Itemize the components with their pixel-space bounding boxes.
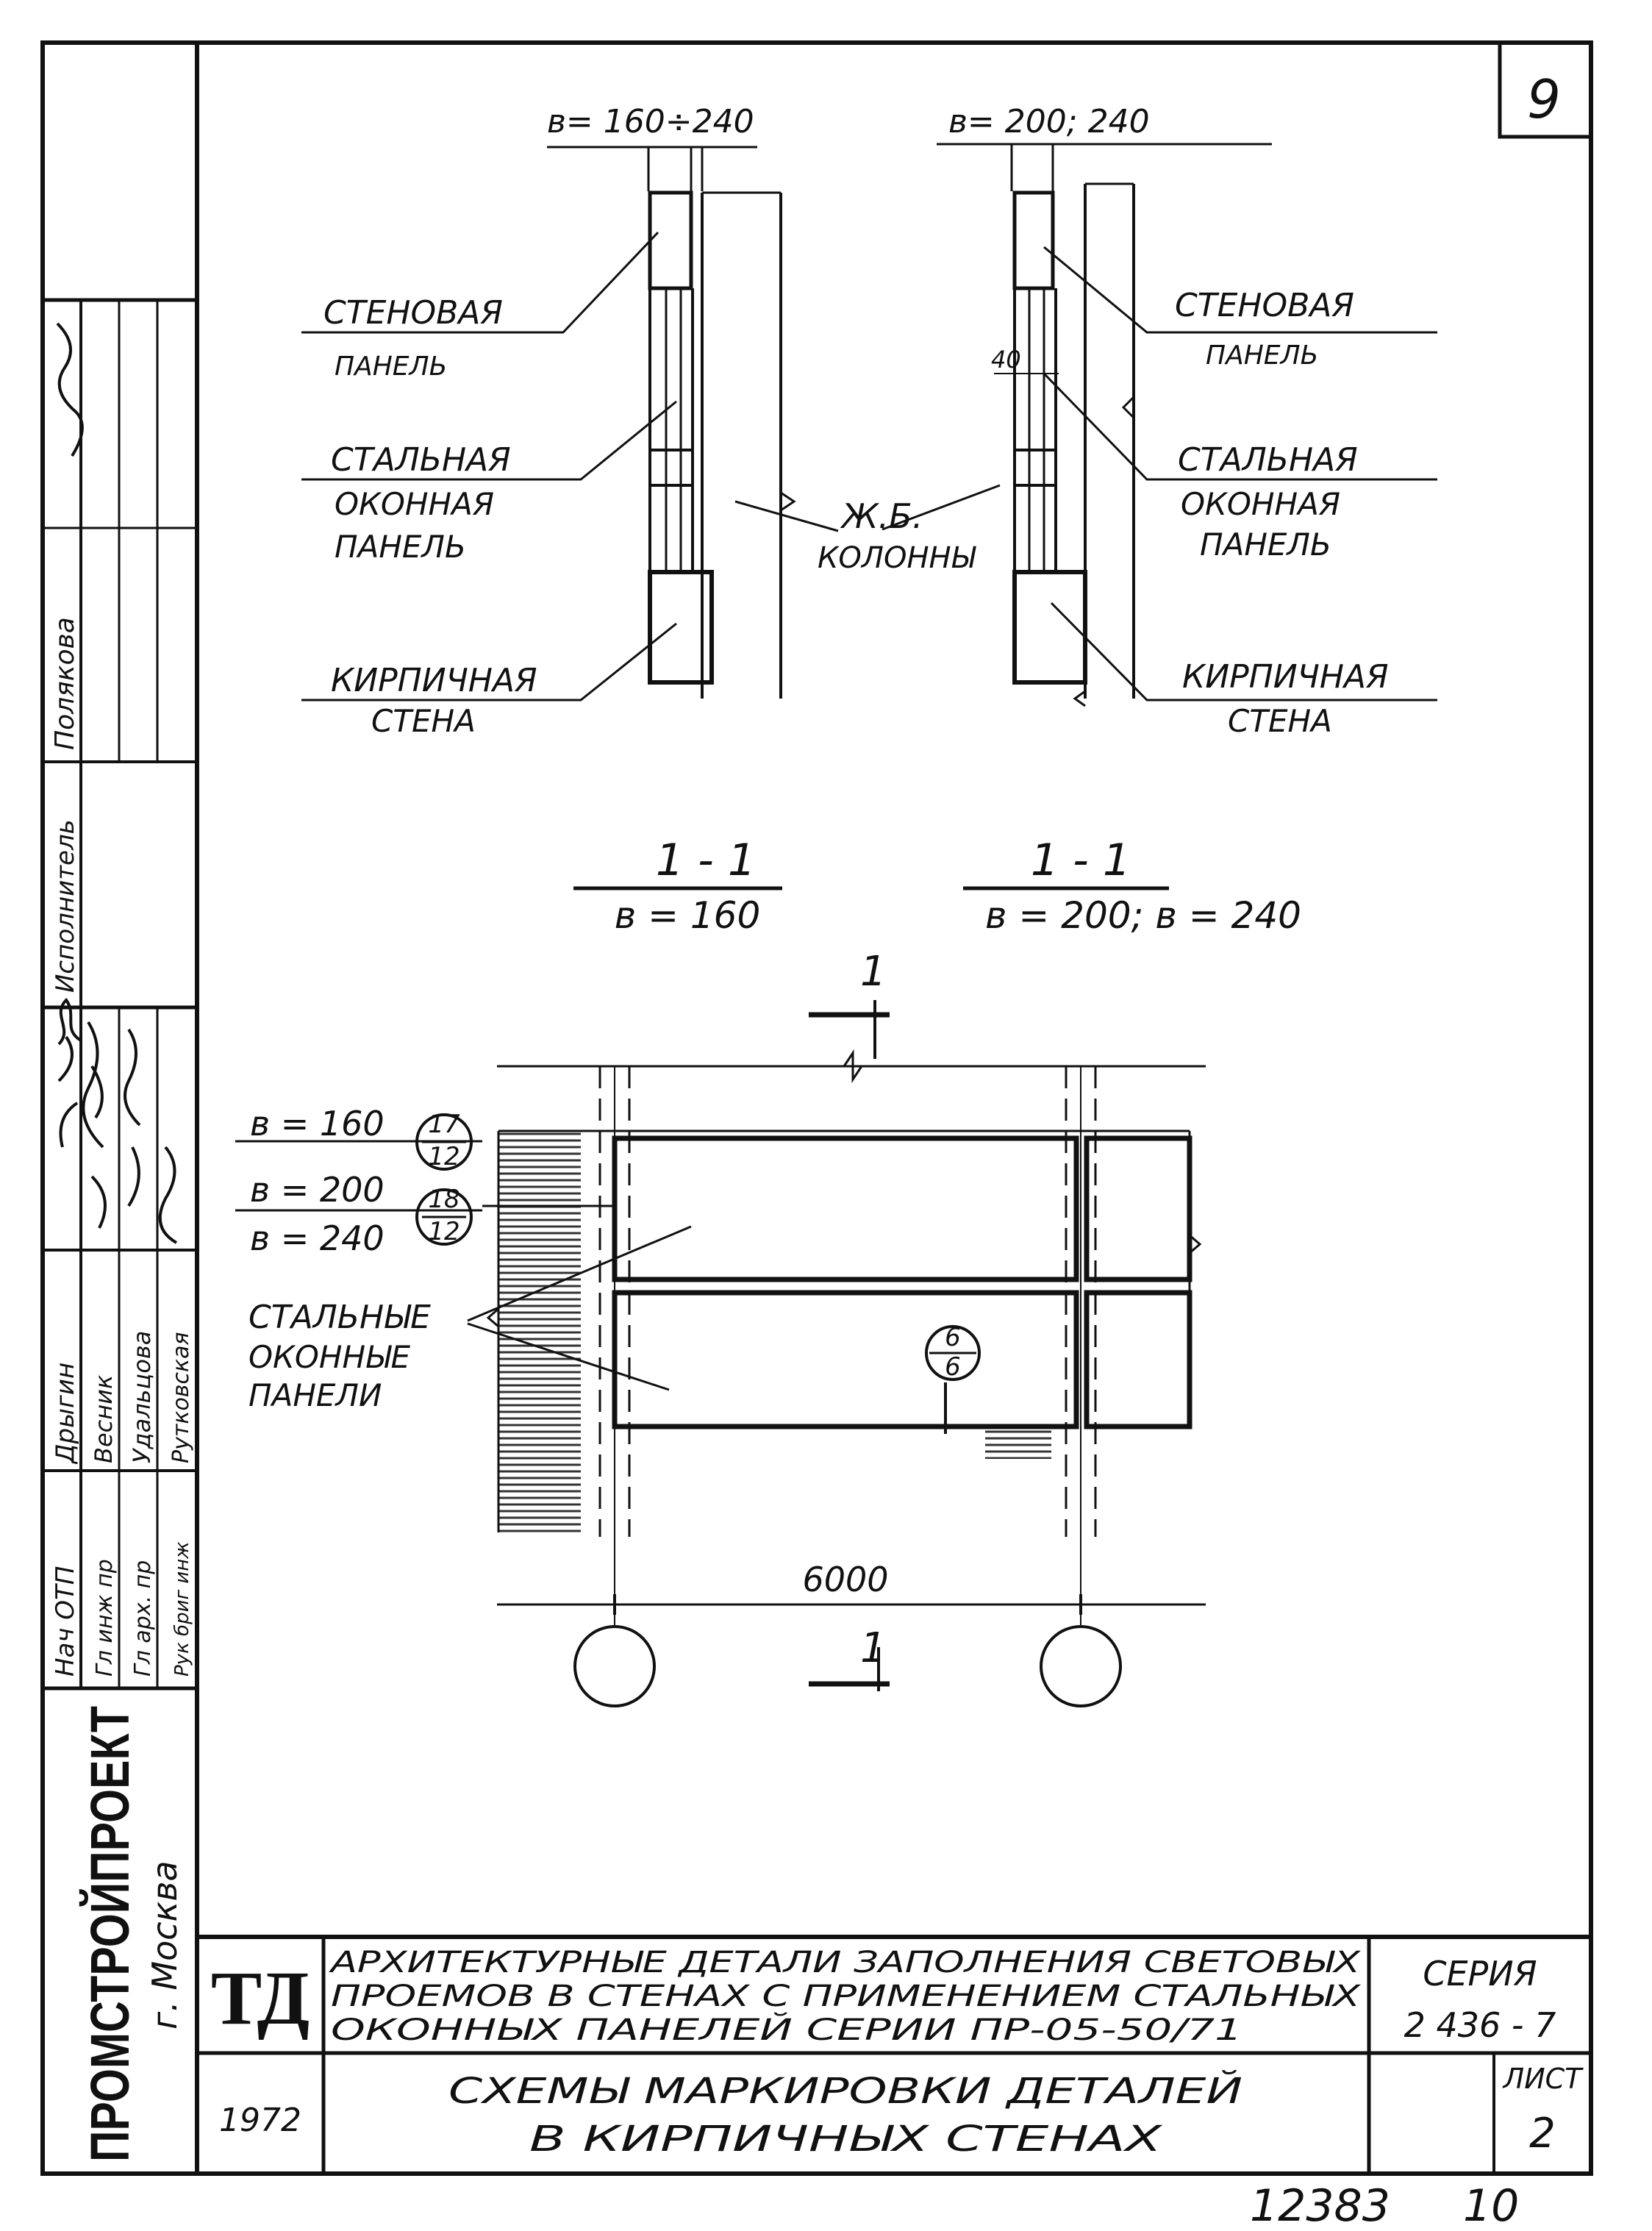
mark-num-2: 18 — [428, 1185, 460, 1214]
steel-panels-3: ПАНЕЛИ — [248, 1377, 382, 1413]
role-2: Гл инж пр — [92, 1559, 118, 1677]
columns-label-1: Ж.Б. — [840, 496, 923, 536]
right-steel-panel-2: ОКОННАЯ — [1181, 486, 1340, 522]
sheet-frame — [40, 40, 1593, 2176]
right-caption-top: 1 - 1 — [1031, 835, 1131, 886]
subtitle-line-2: В КИРПИЧНЫХ СТЕНАХ — [529, 2118, 1163, 2160]
left-wall-panel-2: ПАНЕЛЬ — [335, 351, 447, 382]
mark-den-2: 12 — [428, 1217, 460, 1246]
axis-circle-left — [573, 1625, 656, 1707]
year: 1972 — [219, 2102, 301, 2139]
role-4: Рук бриг инж — [171, 1541, 193, 1677]
left-steel-panel-2: ОКОННАЯ — [335, 486, 494, 522]
columns-label-2: КОЛОННЫ — [818, 541, 977, 575]
columns-label-leaders — [734, 484, 1001, 532]
org-name: ПРОМСТРОЙПРОЕКТ — [79, 1706, 140, 2162]
sheet-value: 2 — [1529, 2110, 1556, 2157]
series-value: 2 436 - 7 — [1404, 2005, 1556, 2045]
name-4: Рутковская — [168, 1332, 194, 1463]
section-right — [937, 143, 1437, 707]
role-1: Нач ОТП — [51, 1566, 80, 1677]
detail-den: 6 — [945, 1352, 961, 1382]
footer-number-1: 12383 — [1250, 2180, 1390, 2231]
title-block — [197, 1935, 1591, 2174]
right-dim-40: 40 — [991, 346, 1021, 374]
title-line-2: ПРОЕМОВ В СТЕНАХ С ПРИМЕНЕНИЕМ СТАЛЬНЫХ — [331, 1980, 1362, 2013]
section-left — [301, 146, 796, 702]
right-wall-panel-2: ПАНЕЛЬ — [1206, 340, 1318, 371]
name-2: Весник — [90, 1374, 118, 1463]
right-steel-panel-3: ПАНЕЛЬ — [1200, 526, 1331, 563]
name-1: Дрыгин — [51, 1363, 80, 1465]
left-caption-top: 1 - 1 — [656, 835, 756, 886]
elevation — [235, 1000, 1206, 1707]
td-logo: ТД — [211, 1956, 310, 2041]
steel-panels-1: СТАЛЬНЫЕ — [248, 1299, 431, 1336]
dimension-6000: 6000 — [802, 1560, 888, 1599]
org-city: г. Москва — [145, 1860, 185, 2030]
sheet-label: ЛИСТ — [1502, 2063, 1584, 2095]
left-steel-panel-1: СТАЛЬНАЯ — [331, 441, 511, 479]
axis-circle-right — [1040, 1625, 1122, 1707]
left-brick-1: КИРПИЧНАЯ — [331, 662, 537, 699]
title-line-1: АРХИТЕКТУРНЫЕ ДЕТАЛИ ЗАПОЛНЕНИЯ СВЕТОВЫХ — [328, 1946, 1362, 1980]
right-brick-2: СТЕНА — [1228, 703, 1332, 739]
cut-mark-bottom: 1 — [860, 1624, 887, 1672]
mark-label-1: в = 160 — [250, 1104, 385, 1143]
sheet-corner-number: 9 — [1527, 68, 1561, 130]
name-3: Удальцова — [128, 1331, 156, 1463]
right-wall-panel-1: СТЕНОВАЯ — [1175, 287, 1354, 324]
left-caption-bottom: в = 160 — [615, 894, 761, 937]
executor-title: Исполнитель — [51, 819, 80, 993]
left-wall-panel-1: СТЕНОВАЯ — [323, 294, 503, 332]
footer-number-2: 10 — [1463, 2180, 1519, 2231]
mark-num-1: 17 — [428, 1110, 460, 1139]
cut-mark-top: 1 — [860, 948, 887, 996]
section-right-width: в= 200; 240 — [948, 103, 1150, 140]
role-3: Гл арх. пр — [130, 1560, 156, 1677]
steel-panels-2: ОКОННЫЕ — [248, 1339, 410, 1375]
mark-label-3: в = 240 — [250, 1218, 385, 1258]
executor-name: Полякова — [50, 617, 80, 750]
right-caption-bottom: в = 200; в = 240 — [985, 894, 1301, 937]
signature-icon — [57, 997, 82, 1148]
mark-den-1: 12 — [428, 1142, 460, 1171]
detail-num: 6 — [945, 1323, 961, 1352]
left-steel-panel-3: ПАНЕЛЬ — [335, 529, 466, 565]
section-left-width: в= 160÷240 — [547, 103, 754, 140]
left-brick-2: СТЕНА — [371, 703, 476, 739]
title-line-3: ОКОННЫХ ПАНЕЛЕЙ СЕРИИ ПР-05-50/71 — [331, 2012, 1242, 2047]
right-steel-panel-1: СТАЛЬНАЯ — [1178, 441, 1358, 479]
subtitle-line-1: СХЕМЫ МАРКИРОВКИ ДЕТАЛЕЙ — [448, 2070, 1242, 2112]
right-brick-1: КИРПИЧНАЯ — [1182, 658, 1389, 696]
series-label: СЕРИЯ — [1423, 1954, 1537, 1993]
sidebar — [43, 298, 197, 1691]
mark-label-2: в = 200 — [250, 1170, 385, 1210]
